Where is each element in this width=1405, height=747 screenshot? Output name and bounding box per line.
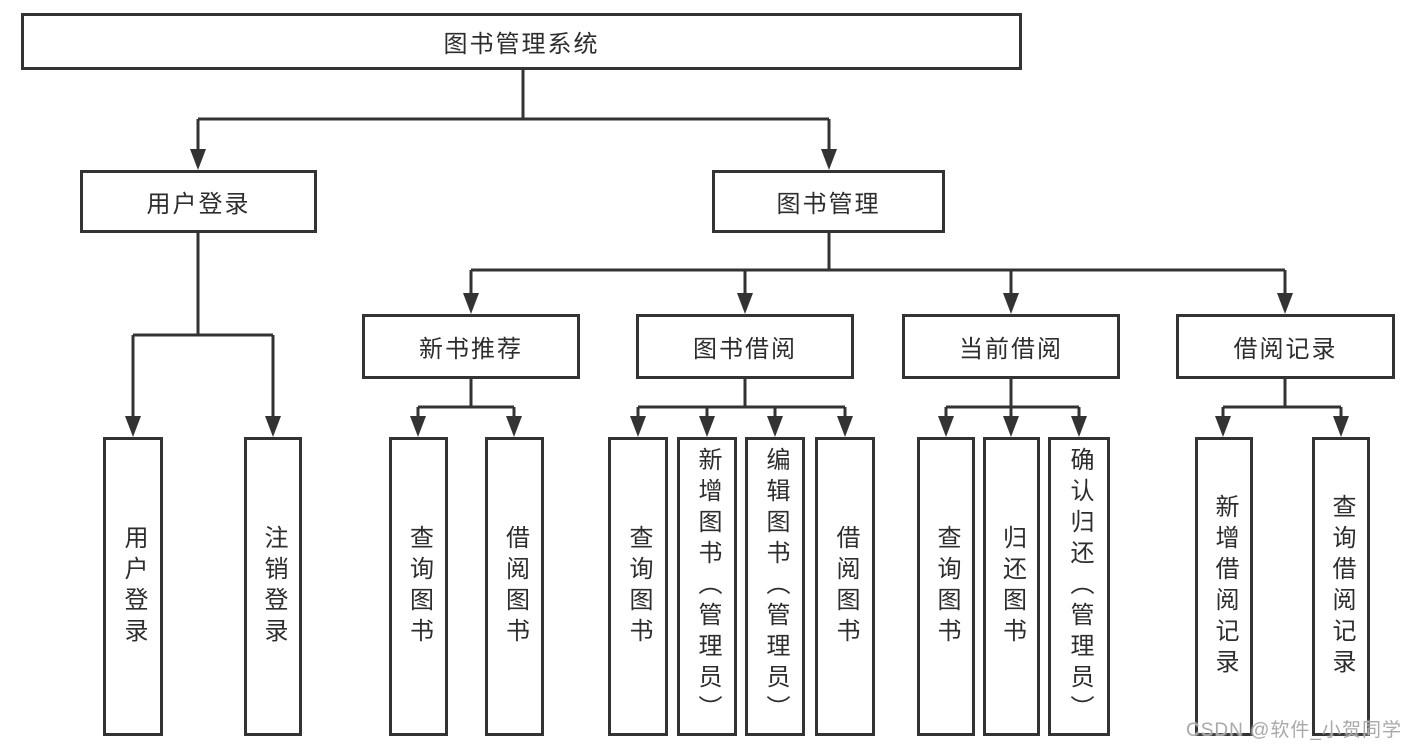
leaf-query-books-borrow: 查询图书 <box>608 437 668 736</box>
node-book-borrow: 图书借阅 <box>636 314 854 379</box>
node-book-management: 图书管理 <box>712 170 945 233</box>
node-user-login: 用户登录 <box>80 170 317 233</box>
leaf-confirm-return-admin-label: 确认归还（管理员） <box>1066 447 1093 726</box>
leaf-return-book: 归还图书 <box>983 437 1040 736</box>
leaf-user-login-label: 用户登录 <box>120 524 147 649</box>
node-new-book-recommend: 新书推荐 <box>362 314 580 379</box>
leaf-edit-book-admin: 编辑图书（管理员） <box>745 437 805 736</box>
leaf-return-book-label: 归还图书 <box>998 524 1026 649</box>
leaf-logout: 注销登录 <box>244 437 302 736</box>
csdn-watermark: CSDN @软件_小贺同学 <box>1186 720 1402 741</box>
leaf-logout-label: 注销登录 <box>260 524 287 649</box>
leaf-borrow-books-label: 借阅图书 <box>832 524 859 649</box>
leaf-edit-book-admin-label: 编辑图书（管理员） <box>762 447 789 726</box>
leaf-borrow-books-recommend: 借阅图书 <box>485 437 544 736</box>
node-book-management-label: 图书管理 <box>776 191 881 218</box>
node-new-book-recommend-label: 新书推荐 <box>419 336 523 363</box>
connector-current-borrow-children <box>944 379 1081 419</box>
leaf-borrow-books: 借阅图书 <box>815 437 875 736</box>
node-borrow-records-label: 借阅记录 <box>1233 336 1338 363</box>
node-borrow-records: 借阅记录 <box>1176 314 1395 379</box>
leaf-query-books-recommend-label: 查询图书 <box>405 524 433 649</box>
leaf-query-borrow-record: 查询借阅记录 <box>1312 437 1370 736</box>
connector-new-book-children <box>416 379 516 419</box>
leaf-query-books-current-label: 查询图书 <box>933 524 960 649</box>
leaf-borrow-books-recommend-label: 借阅图书 <box>501 524 529 649</box>
leaf-query-books-current: 查询图书 <box>917 437 975 736</box>
connector-book-management-children <box>469 233 1287 296</box>
connector-root-to-level2 <box>196 70 831 152</box>
leaf-user-login: 用户登录 <box>103 437 163 736</box>
leaf-add-borrow-record-label: 新增借阅记录 <box>1211 493 1238 680</box>
node-user-login-label: 用户登录 <box>146 191 251 218</box>
connector-borrow-records-children <box>1221 379 1343 419</box>
node-root: 图书管理系统 <box>21 13 1022 70</box>
leaf-query-books-recommend: 查询图书 <box>389 437 448 736</box>
connector-book-borrow-children <box>636 379 847 419</box>
node-current-borrow-label: 当前借阅 <box>959 336 1063 363</box>
leaf-add-book-admin-label: 新增图书（管理员） <box>694 447 721 726</box>
arrowheads <box>125 149 1349 437</box>
leaf-confirm-return-admin: 确认归还（管理员） <box>1048 437 1110 736</box>
node-book-borrow-label: 图书借阅 <box>693 336 797 363</box>
leaf-query-borrow-record-label: 查询借阅记录 <box>1328 493 1355 680</box>
leaf-query-books-borrow-label: 查询图书 <box>625 524 652 649</box>
node-current-borrow: 当前借阅 <box>902 314 1120 379</box>
node-root-label: 图书管理系统 <box>443 31 600 58</box>
leaf-add-book-admin: 新增图书（管理员） <box>677 437 737 736</box>
leaf-add-borrow-record: 新增借阅记录 <box>1195 437 1253 736</box>
connector-user-login-children <box>131 233 275 419</box>
